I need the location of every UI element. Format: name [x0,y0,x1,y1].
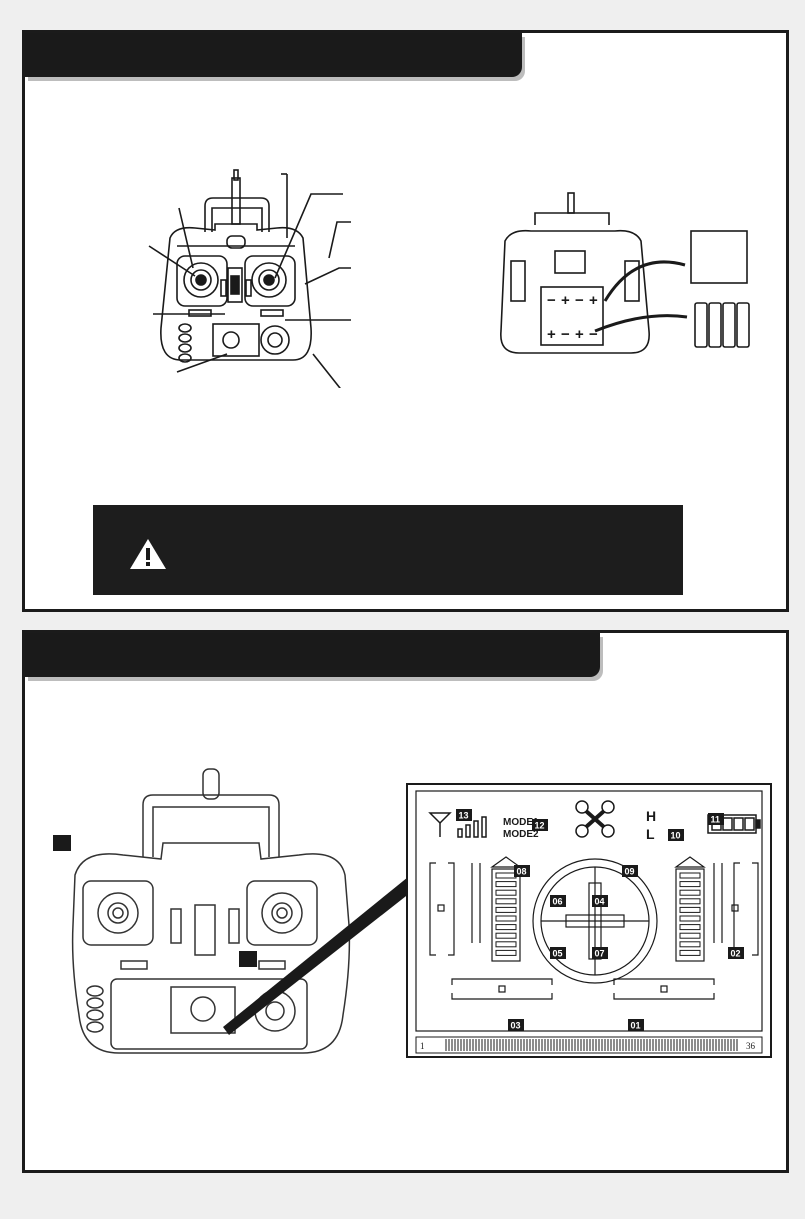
section-header-bar-2 [25,633,600,677]
quadcopter-icon [575,800,615,838]
lcd-level-bar [495,906,517,913]
polarity-minus-4: − [589,326,598,343]
lcd-level-bar [495,889,517,896]
svg-text:07: 07 [595,949,605,959]
lcd-level-bar [679,941,701,948]
lcd-mode2-label: MODE2 [503,829,539,840]
svg-text:11: 11 [711,815,721,825]
lcd-callout-03: 03 [508,1019,524,1031]
lcd-callout-13: 13 [456,809,472,821]
section-header-bar-1 [25,33,522,77]
polarity-minus-2: − [575,292,584,309]
lcd-level-bar [495,915,517,922]
svg-text:13: 13 [459,811,469,821]
warning-triangle-icon [130,539,166,569]
svg-text:09: 09 [625,867,635,877]
svg-text:06: 06 [553,897,563,907]
lcd-level-bar [679,949,701,956]
lcd-callout-02: 02 [728,947,744,959]
lcd-callout-05: 05 [550,947,566,959]
lcd-screen-diagram: MODE1 MODE2 H L [406,783,772,1058]
lcd-callout-12: 12 [532,819,548,831]
section-panel-1: − + − + + − + − [22,30,789,612]
lcd-ruler-start: 1 [420,1041,425,1051]
polarity-minus-1: − [547,292,556,309]
polarity-minus-3: − [561,326,570,343]
lcd-callout-11: 11 [708,813,724,825]
lcd-level-bar [495,949,517,956]
warning-box [93,505,683,595]
section-panel-2: MODE1 MODE2 H L [22,630,789,1173]
polarity-plus-1: + [561,292,570,309]
svg-text:10: 10 [671,831,681,841]
lcd-battery-low: L [646,826,655,842]
lcd-mode1-label: MODE1 [503,817,539,828]
antenna-signal-icon [428,812,487,838]
svg-text:02: 02 [731,949,741,959]
lcd-level-bar [495,881,517,888]
svg-text:04: 04 [595,897,605,907]
lcd-battery-high: H [646,808,656,824]
polarity-plus-4: + [575,326,584,343]
lcd-callout-04: 04 [592,895,608,907]
lcd-level-bar [679,889,701,896]
polarity-plus-2: + [589,292,598,309]
lcd-callout-08: 08 [514,865,530,877]
polarity-plus-3: + [547,326,556,343]
lcd-level-bar [679,872,701,879]
lcd-level-bar [495,898,517,905]
lcd-callout-01: 01 [628,1019,644,1031]
svg-text:01: 01 [631,1021,641,1031]
transmitter-lcd-illustration [53,768,415,1054]
lcd-level-bar [679,898,701,905]
lcd-level-bar [679,906,701,913]
lcd-ruler-end: 36 [746,1041,756,1051]
lcd-level-bar [679,924,701,931]
svg-text:12: 12 [535,821,545,831]
lcd-level-bar [495,941,517,948]
svg-text:03: 03 [511,1021,521,1031]
lcd-callout-06: 06 [550,895,566,907]
lcd-callout-10: 10 [668,829,684,841]
lcd-level-bar [679,915,701,922]
transmitter-front-illustration [148,169,351,388]
svg-text:05: 05 [553,949,563,959]
lcd-callout-09: 09 [622,865,638,877]
lcd-level-bar [679,932,701,939]
svg-text:08: 08 [517,867,527,877]
lcd-level-bar [495,924,517,931]
lcd-level-bar [679,881,701,888]
lcd-callout-07: 07 [592,947,608,959]
transmitter-rear-battery-illustration: − + − + + − + − [500,192,750,354]
lcd-level-bar [495,932,517,939]
